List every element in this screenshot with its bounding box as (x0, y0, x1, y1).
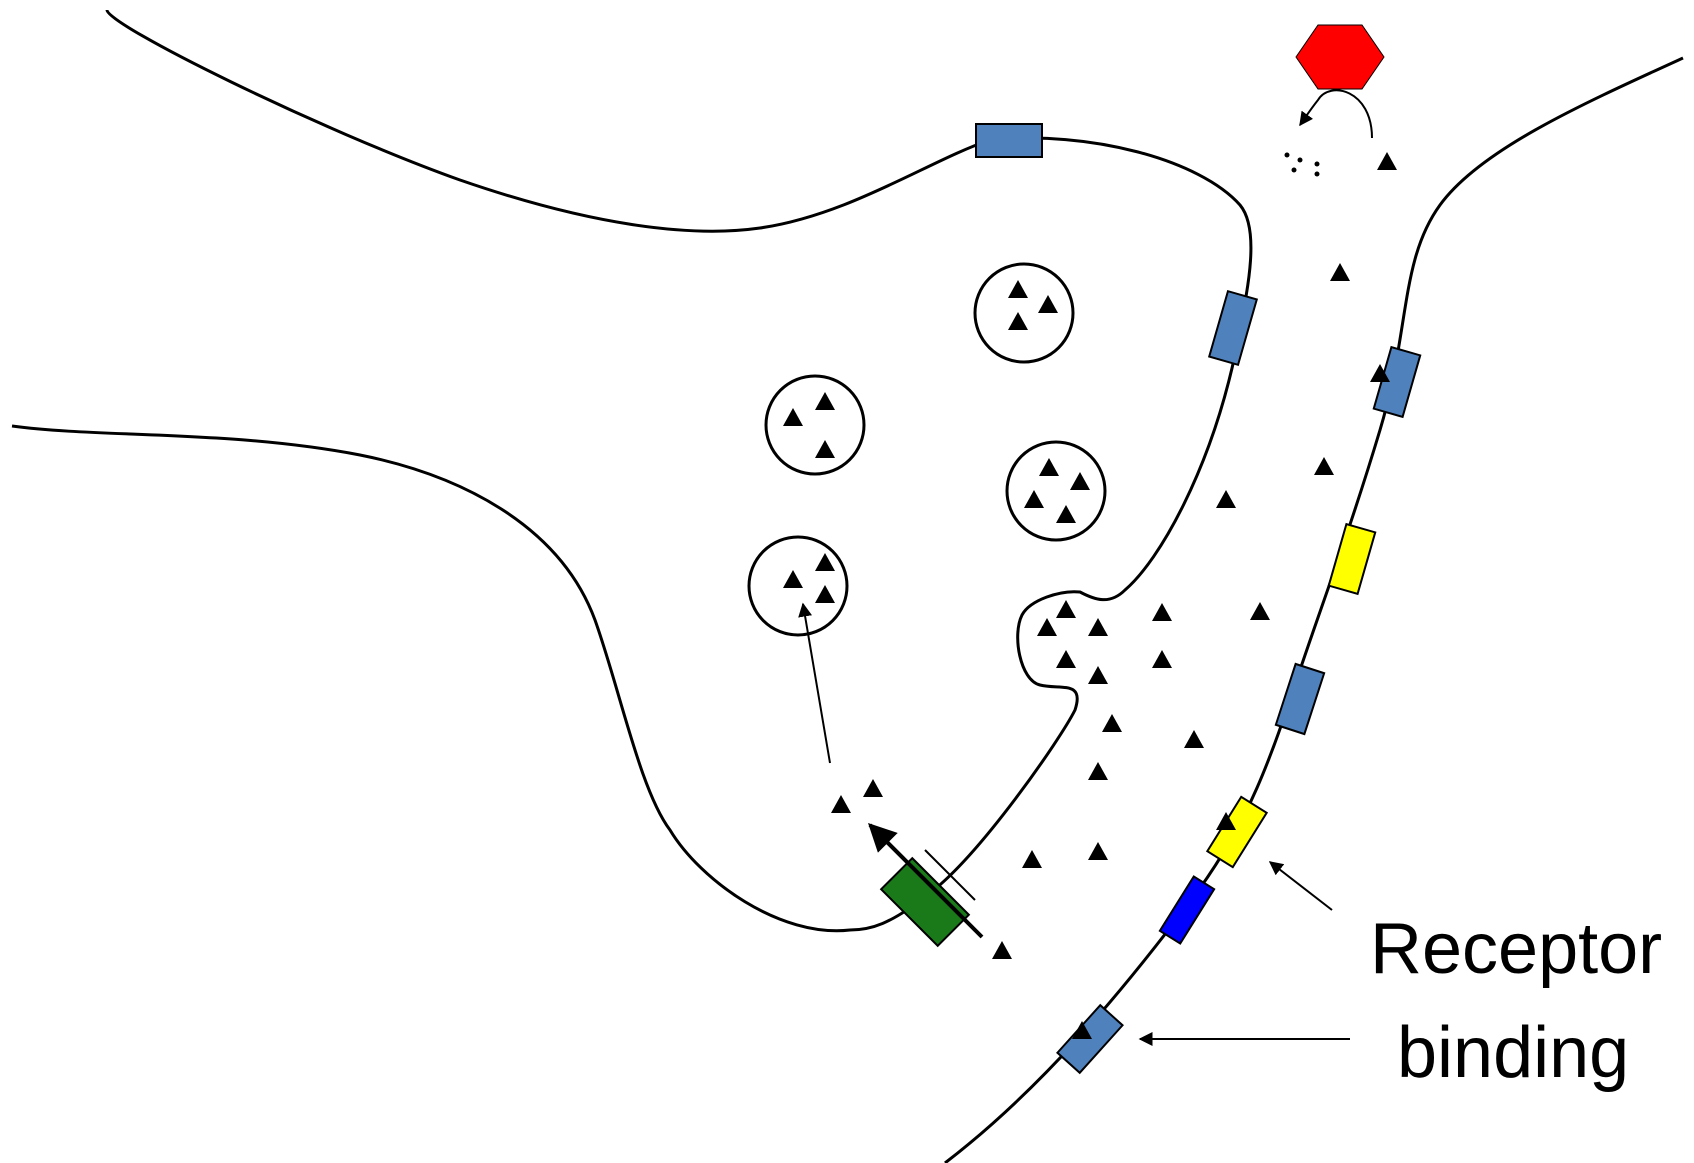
neurotransmitter-triangle (1056, 505, 1076, 523)
neurotransmitter-triangle (1216, 812, 1236, 830)
neurotransmitter-triangle (1330, 263, 1350, 281)
neurotransmitter-triangle (1250, 602, 1270, 620)
vesicle-refill-arrow (798, 602, 831, 764)
neurotransmitter-triangle (1377, 152, 1397, 170)
neurotransmitter-triangle (1370, 364, 1390, 382)
enzyme-cycle-arrow (1299, 89, 1373, 139)
autoreceptor-side (1207, 289, 1259, 367)
neurotransmitter-triangle (1072, 1021, 1092, 1039)
neurotransmitter-triangle (783, 570, 803, 588)
neurotransmitter-triangle (1088, 618, 1108, 636)
neurotransmitter-triangle (815, 440, 835, 458)
neurotransmitter-triangle (1216, 490, 1236, 508)
neurotransmitter-triangle (815, 553, 835, 571)
autoreceptor-top (975, 123, 1043, 158)
vesicle (764, 374, 866, 476)
receptor-yellow (1205, 795, 1269, 869)
vesicle (973, 262, 1075, 364)
receptor-binding-label-line1: Receptor (1370, 909, 1663, 989)
label-pointer-arrow (1268, 861, 1333, 911)
neurotransmitter-triangle (1152, 603, 1172, 621)
neurotransmitter-triangle (1088, 842, 1108, 860)
neurotransmitter-triangle (1024, 490, 1044, 508)
receptor-dark-blue (1158, 875, 1216, 945)
neurotransmitter-triangle (815, 392, 835, 410)
vesicle (1005, 440, 1107, 542)
neurotransmitter-triangle (815, 585, 835, 603)
neurotransmitter-triangle (1102, 714, 1122, 732)
neurotransmitter-triangle (1008, 312, 1028, 330)
neurotransmitter-triangle (1070, 472, 1090, 490)
receptor-blue (1274, 662, 1326, 736)
neurotransmitter-triangle (863, 779, 883, 797)
postsynaptic-membrane (944, 56, 1684, 1163)
metabolite-dots (1284, 152, 1320, 177)
neurotransmitter-molecules (783, 152, 1397, 1039)
presynaptic-membrane (11, 9, 1253, 933)
neurotransmitter-triangle (1314, 457, 1334, 475)
neurotransmitter-triangle (1184, 730, 1204, 748)
neurotransmitter-triangle (1008, 280, 1028, 298)
degrading-enzyme (1295, 24, 1385, 139)
neurotransmitter-triangle (1039, 458, 1059, 476)
neurotransmitter-triangle (992, 941, 1012, 959)
transporter-arrow (868, 823, 984, 939)
postsynaptic-receptors (1056, 345, 1422, 1075)
neurotransmitter-triangle (1088, 762, 1108, 780)
neurotransmitter-triangle (1037, 618, 1057, 636)
neurotransmitter-triangle (1022, 850, 1042, 868)
neurotransmitter-triangle (1088, 666, 1108, 684)
receptor-binding-label-line2: binding (1397, 1013, 1630, 1093)
reuptake-transporter (868, 823, 984, 948)
synaptic-vesicles (747, 262, 1107, 637)
neurotransmitter-triangle (1152, 650, 1172, 668)
neurotransmitter-triangle (1038, 295, 1058, 313)
neurotransmitter-triangle (831, 795, 851, 813)
neurotransmitter-triangle (783, 408, 803, 426)
neurotransmitter-triangle (1056, 650, 1076, 668)
receptor-yellow (1327, 522, 1377, 596)
neurotransmitter-triangle (1056, 600, 1076, 618)
